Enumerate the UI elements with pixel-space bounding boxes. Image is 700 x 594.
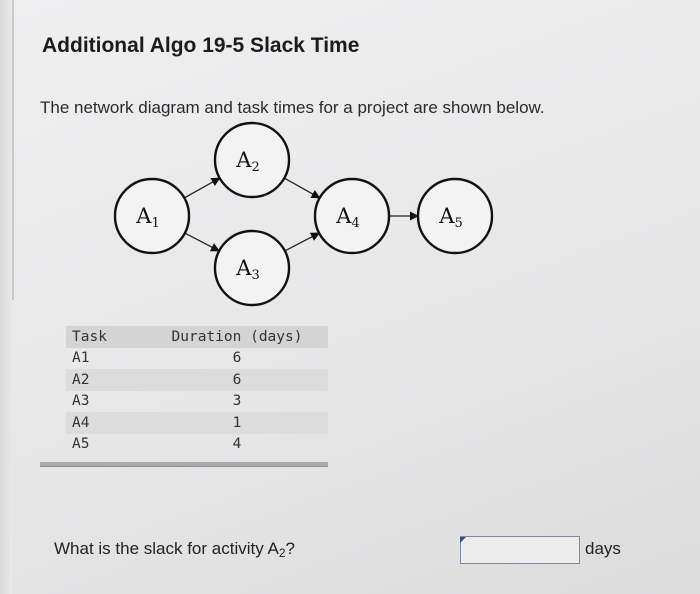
task-table: Task Duration (days) A1 6 A2 6 A3 3 A4 1… xyxy=(66,326,328,455)
duration-cell: 1 xyxy=(232,414,242,431)
duration-cell: 6 xyxy=(232,350,242,367)
table-row: A3 3 xyxy=(66,391,328,413)
duration-cell: 6 xyxy=(232,371,242,388)
table-header: Task Duration (days) xyxy=(66,326,328,348)
window-edge-line xyxy=(12,0,14,300)
duration-cell: 4 xyxy=(232,436,242,453)
edge-A3-A4 xyxy=(284,232,320,252)
node-circle xyxy=(313,177,391,255)
edge-A2-A4 xyxy=(283,177,321,199)
task-cell: A4 xyxy=(72,414,90,431)
page-title: Additional Algo 19-5 Slack Time xyxy=(42,34,360,57)
table-bottom-rule xyxy=(40,462,328,467)
task-cell: A5 xyxy=(72,436,90,453)
node-subscript: 3 xyxy=(251,268,259,283)
node-circle xyxy=(113,177,191,255)
table-row: A2 6 xyxy=(66,369,328,391)
slack-answer-input[interactable] xyxy=(460,536,580,564)
node-circle xyxy=(416,177,494,255)
table-row: A4 1 xyxy=(66,412,328,434)
table-row: A1 6 xyxy=(66,348,328,370)
task-cell: A3 xyxy=(72,393,90,410)
node-A5: A5 xyxy=(416,177,494,255)
node-A1: A1 xyxy=(113,177,191,255)
node-A4: A4 xyxy=(313,177,391,255)
edge-A1-A3 xyxy=(184,232,220,252)
duration-cell: 3 xyxy=(232,393,242,410)
node-circle xyxy=(213,121,291,199)
intro-text: The network diagram and task times for a… xyxy=(40,98,545,117)
window-edge xyxy=(0,0,12,594)
table-row: A5 4 xyxy=(66,434,328,456)
node-subscript: 2 xyxy=(251,160,259,175)
node-circle xyxy=(213,229,291,307)
header-duration: Duration (days) xyxy=(171,328,303,345)
answer-unit: days xyxy=(585,539,621,558)
question-text: What is the slack for activity A2? xyxy=(54,539,296,560)
task-cell: A1 xyxy=(72,350,90,367)
task-cell: A2 xyxy=(72,371,90,388)
node-subscript: 5 xyxy=(454,216,462,231)
header-task: Task xyxy=(72,328,107,345)
node-A2: A2 xyxy=(213,121,291,199)
question-subscript: 2 xyxy=(278,546,286,560)
input-corner-marker xyxy=(460,537,466,543)
node-subscript: 1 xyxy=(151,216,159,231)
edge-A1-A2 xyxy=(183,177,221,199)
node-A3: A3 xyxy=(213,229,291,307)
node-subscript: 4 xyxy=(351,216,359,231)
